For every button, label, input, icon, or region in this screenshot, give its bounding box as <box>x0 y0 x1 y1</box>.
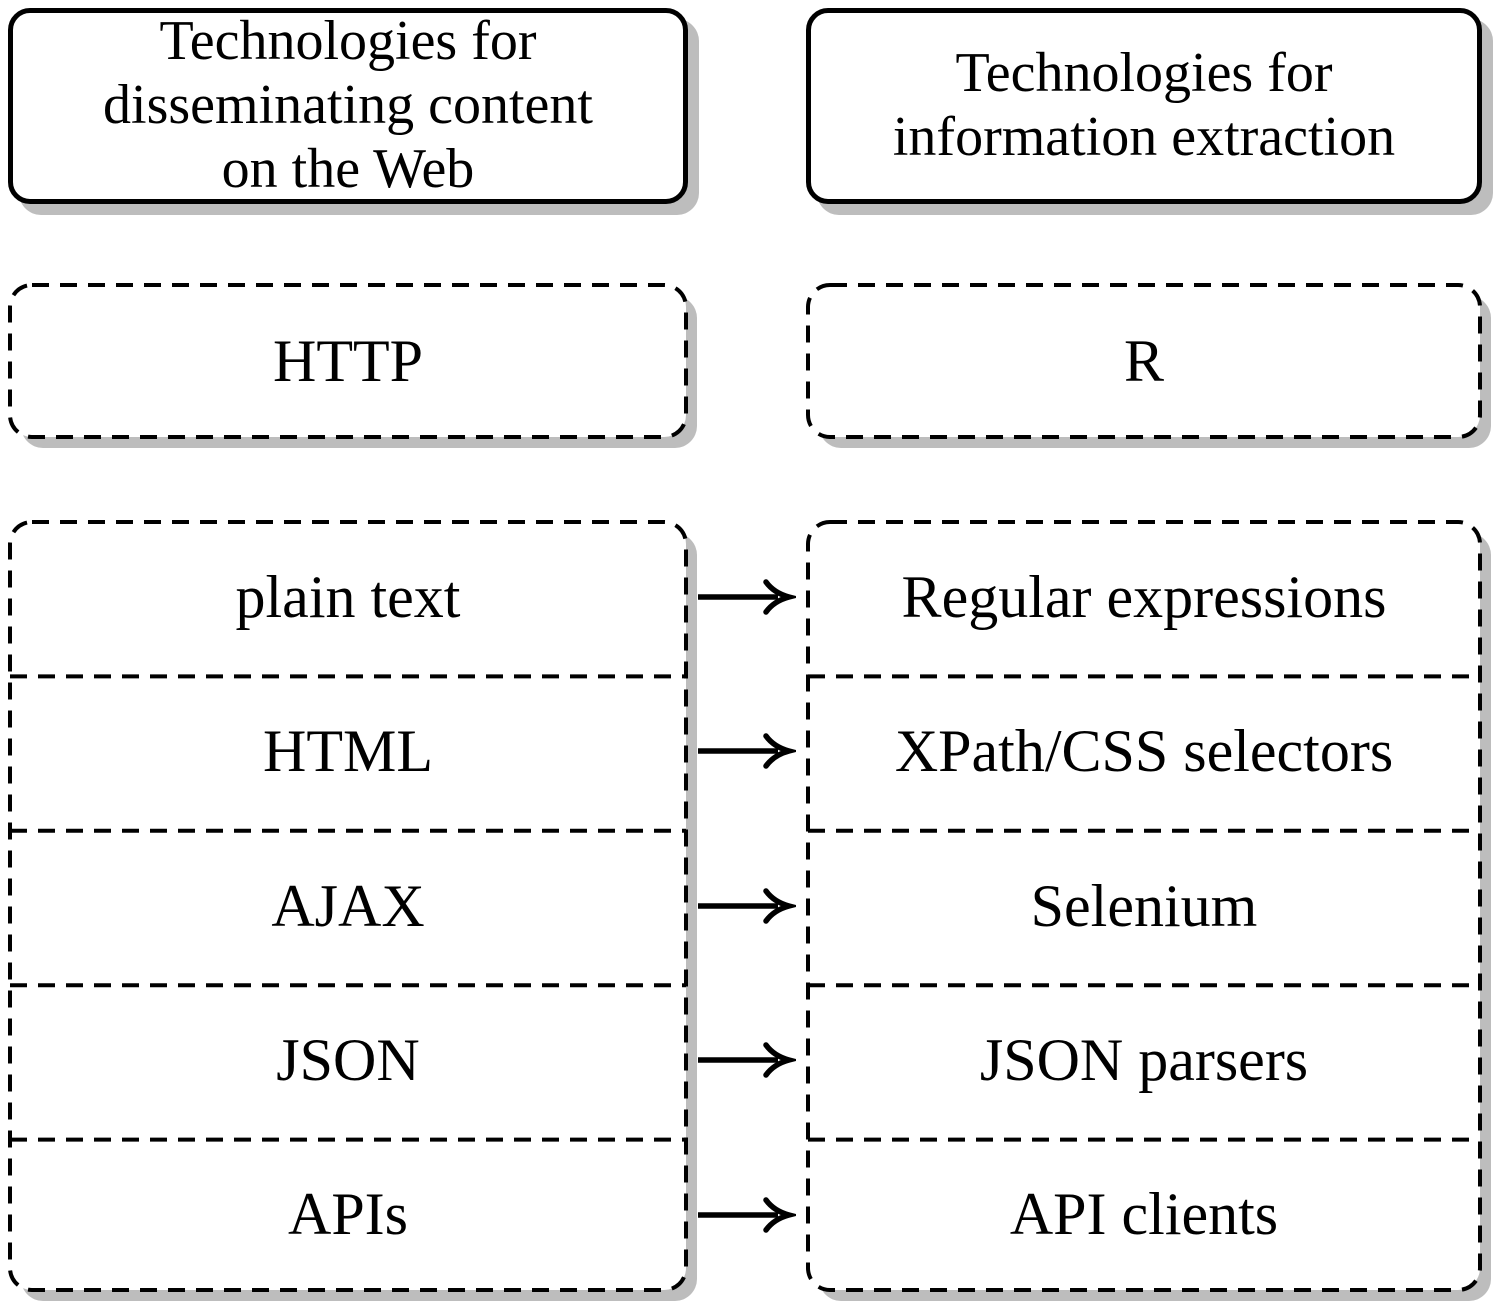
list-item-json: JSON <box>276 1026 420 1093</box>
list-item-plain-text: plain text <box>235 563 461 630</box>
web-formats-box-outline <box>8 520 697 1301</box>
web-formats-list: plain text HTML AJAX JSON APIs <box>8 520 688 1292</box>
list-item-json-parsers: JSON parsers <box>979 1026 1309 1093</box>
extraction-tools-box-outline <box>806 520 1491 1301</box>
http-box-outline <box>8 283 697 448</box>
list-item-html: HTML <box>263 718 433 785</box>
list-item-apis: APIs <box>287 1181 409 1248</box>
header-line: disseminating content <box>103 74 593 137</box>
right-arrow-icon <box>698 579 796 615</box>
list-item-selenium: Selenium <box>1030 872 1258 939</box>
header-web-technologies-text: Technologies for disseminating content o… <box>103 10 593 201</box>
header-extraction-technologies: Technologies for information extraction <box>806 8 1482 204</box>
list-item-api-clients: API clients <box>1009 1181 1279 1248</box>
header-extraction-technologies-text: Technologies for information extraction <box>893 42 1395 170</box>
right-arrow-icon <box>698 888 796 924</box>
header-line: Technologies for <box>159 10 537 73</box>
list-item-ajax: AJAX <box>271 872 425 939</box>
right-arrow-icon <box>698 1042 796 1078</box>
list-item-regular-expressions: Regular expressions <box>901 563 1387 630</box>
http-box: HTTP <box>273 327 423 394</box>
header-line: Technologies for <box>955 42 1333 105</box>
list-item-xpath-css-selectors: XPath/CSS selectors <box>894 718 1394 785</box>
header-line: information extraction <box>892 106 1396 168</box>
right-arrow-icon <box>698 733 796 769</box>
right-arrow-icon <box>698 1197 796 1233</box>
extraction-tools-list: Regular expressions XPath/CSS selectors … <box>806 520 1482 1292</box>
r-box: R <box>1123 327 1165 394</box>
r-box-outline <box>806 283 1491 448</box>
header-line: on the Web <box>221 137 475 200</box>
header-web-technologies: Technologies for disseminating content o… <box>8 8 688 204</box>
